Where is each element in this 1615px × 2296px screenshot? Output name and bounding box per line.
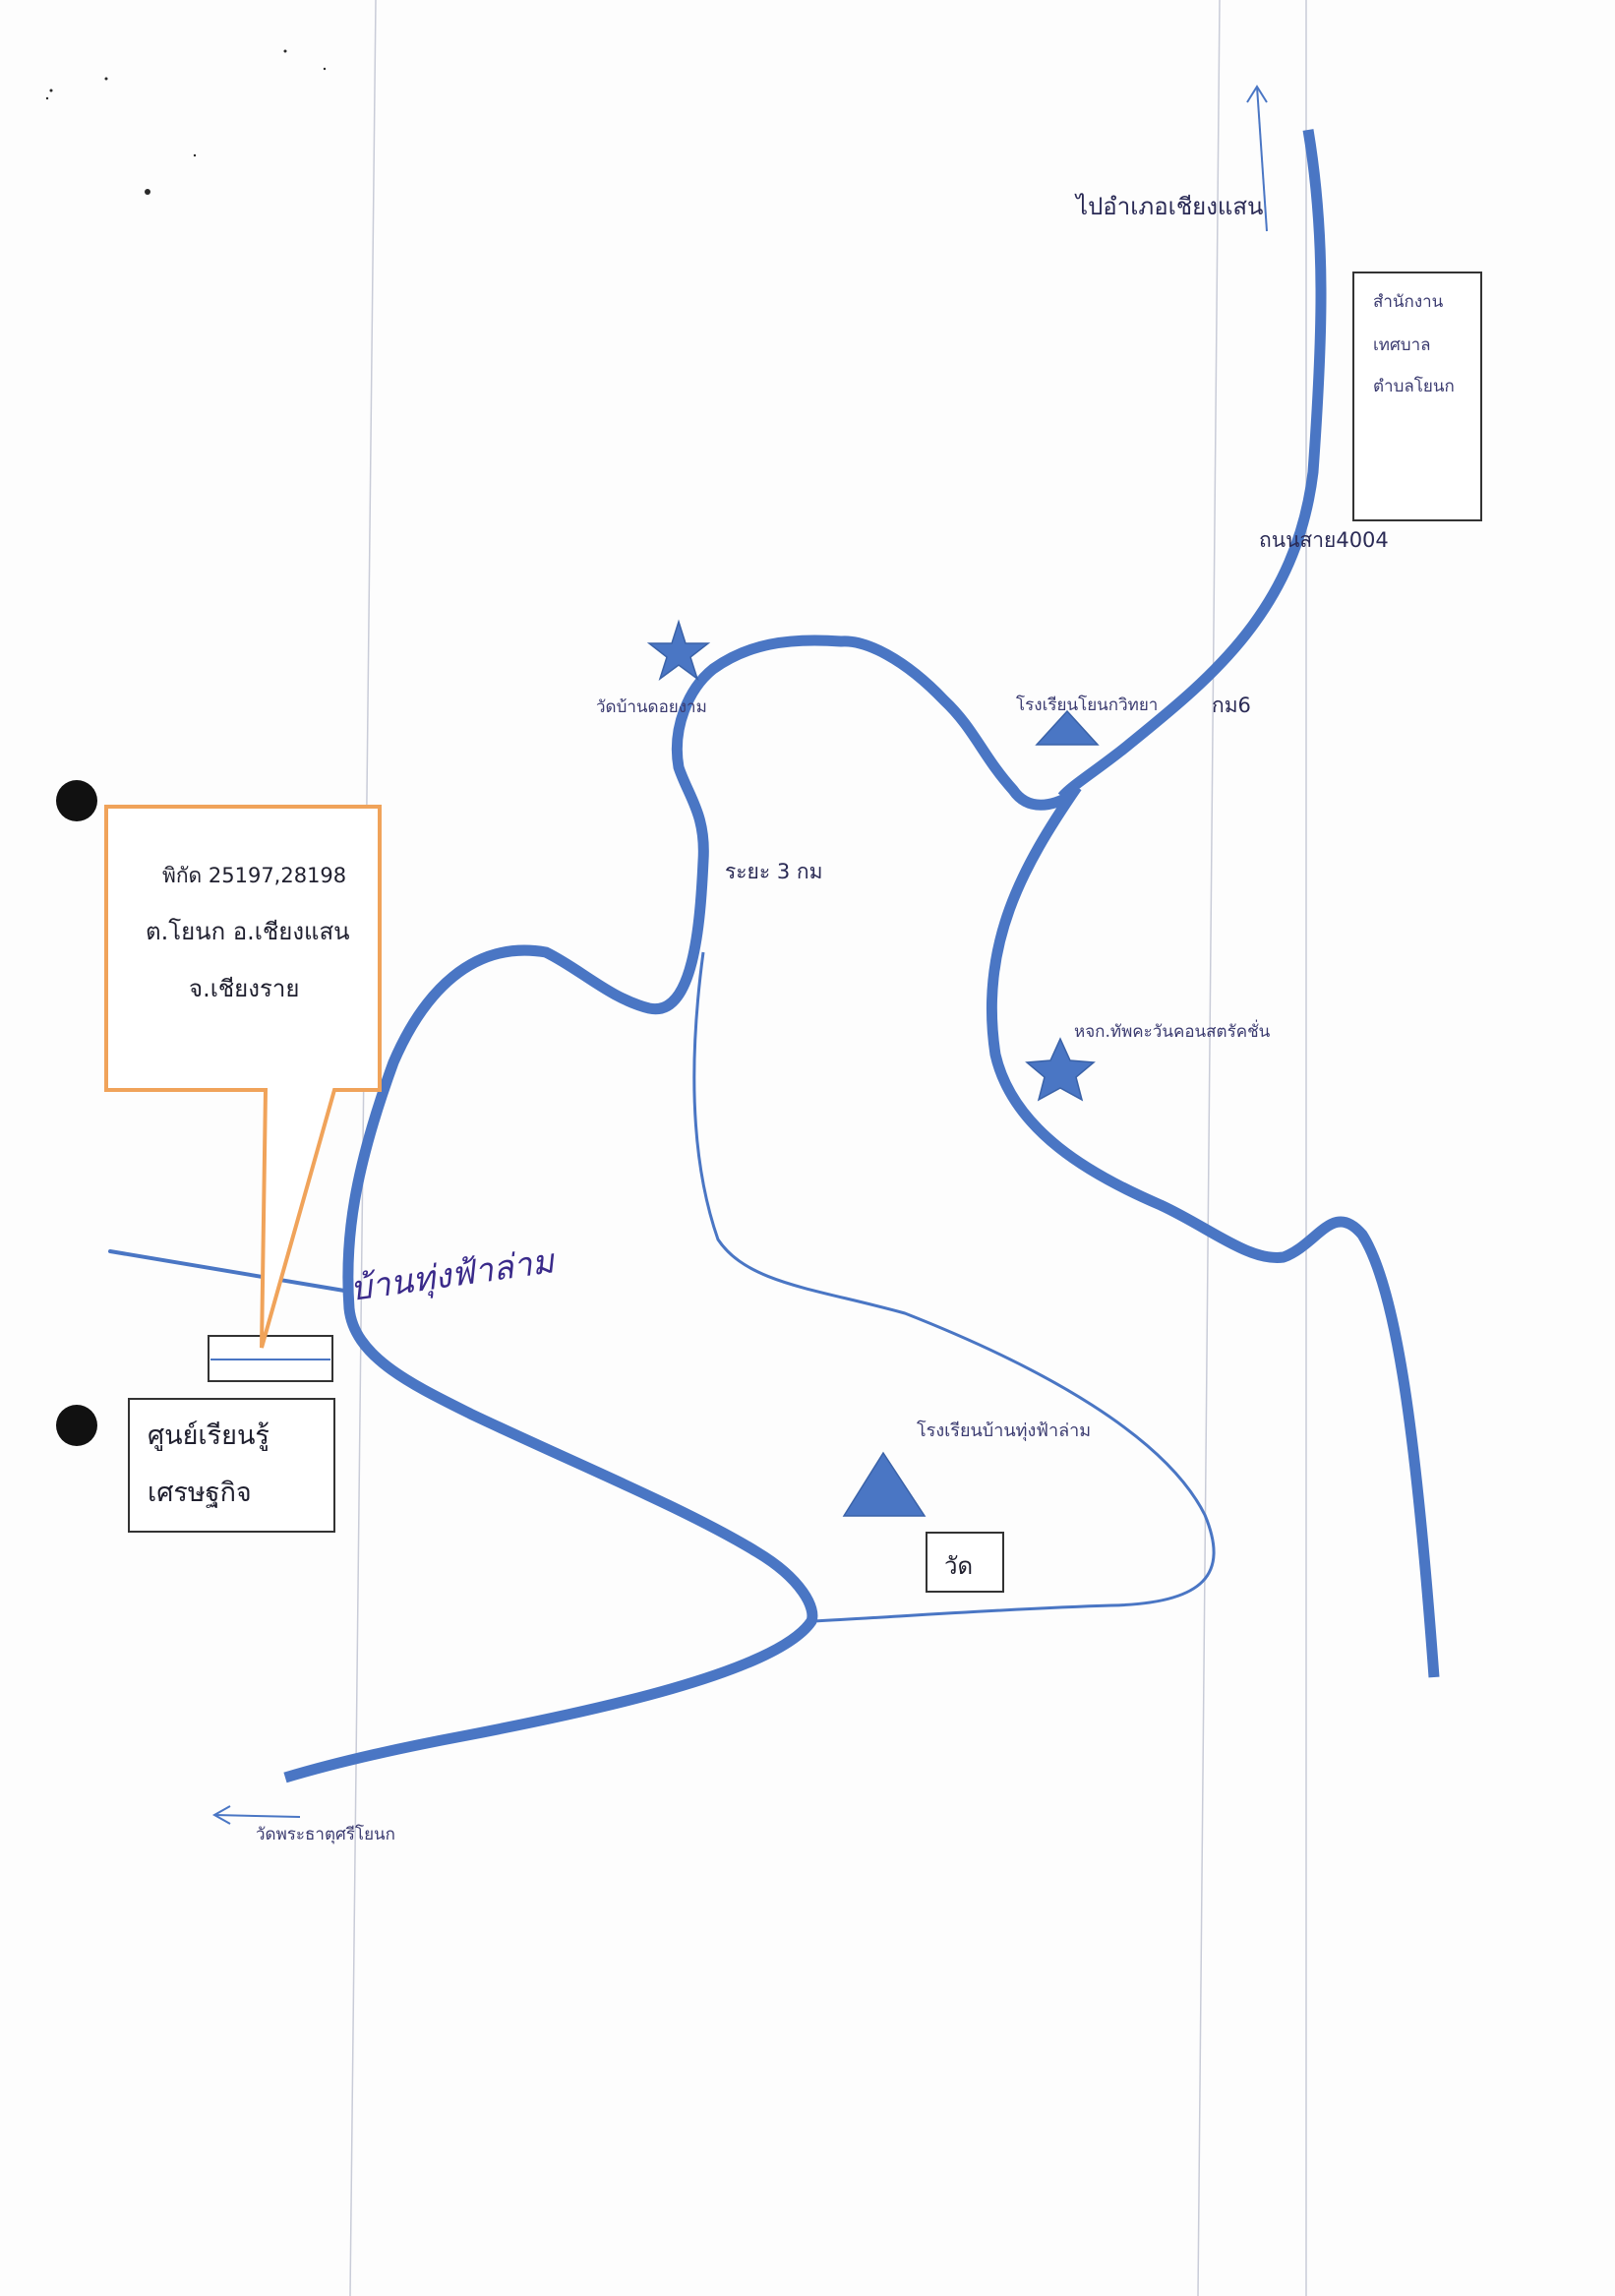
school-thung-fa-lam-triangle-icon (842, 1451, 927, 1517)
side-road-west (108, 1249, 346, 1293)
north-arrow (1246, 85, 1268, 232)
municipal-office-box (1352, 272, 1482, 521)
contractor-label: หจก.ทัพคะวันคอนสตรัคชั่น (1074, 1019, 1271, 1042)
learning-center-line-1: ศูนย์เรียนรู้ (148, 1420, 269, 1451)
north-direction-label: ไปอำเภอเชียงแสน (1074, 193, 1263, 220)
temple-box (926, 1532, 1004, 1593)
road-4004-label: ถนนสาย4004 (1259, 528, 1389, 552)
binder-hole-top (56, 780, 97, 821)
main-winding-road (283, 634, 1075, 1783)
municipal-office-line-2: เทศบาล (1373, 335, 1431, 355)
municipal-office-line-1: สำนักงาน (1373, 292, 1444, 312)
school-thung-fa-lam-label: โรงเรียนบ้านทุ่งฟ้าล่าม (917, 1420, 1091, 1441)
inner-loop-road (692, 951, 1216, 1623)
callout-coordinates: พิกัด 25197,28198 (162, 864, 346, 887)
learning-center-box (128, 1398, 335, 1533)
highway-4004-north (1057, 129, 1327, 801)
loop-distance-label: ระยะ 3 กม (725, 860, 822, 883)
temple-box-label: วัด (944, 1552, 973, 1580)
temple-doi-ngam-star-icon (646, 619, 711, 681)
callout-province: จ.เชียงราย (189, 975, 299, 1002)
village-handwritten-label: บ้านทุ่งฟ้าล่าม (348, 1241, 559, 1309)
binder-hole-bottom (56, 1405, 97, 1446)
learning-center-line-2: เศรษฐกิจ (148, 1478, 252, 1508)
contractor-star-icon (1025, 1037, 1096, 1102)
km6-label: กม6 (1212, 694, 1251, 717)
temple-doi-ngam-label: วัดบ้านดอยงาม (596, 697, 707, 717)
school-yonok-label: โรงเรียนโยนกวิทยา (1016, 695, 1158, 715)
location-marker-box (208, 1335, 333, 1382)
callout-subdistrict: ต.โยนก อ.เชียงแสน (146, 918, 350, 945)
coordinate-callout (104, 805, 382, 1349)
south-direction-label: วัดพระธาตุศรีโยนก (256, 1824, 395, 1844)
southwest-arrow (211, 1805, 301, 1825)
municipal-office-line-3: ตำบลโยนก (1373, 376, 1455, 396)
scan-specks (45, 49, 327, 195)
east-road (986, 783, 1440, 1678)
page-fold-lines (349, 0, 1307, 2296)
school-yonok-triangle-icon (1035, 709, 1100, 746)
